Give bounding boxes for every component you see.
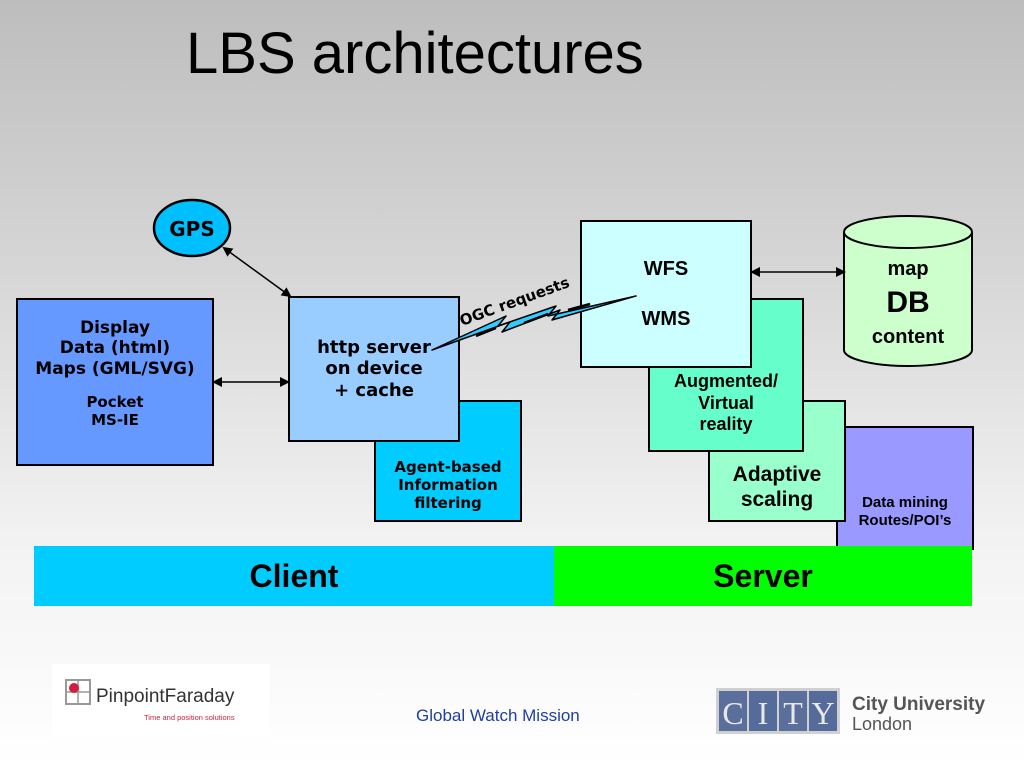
city-name-line2: London [852, 714, 912, 734]
gps-label: GPS [169, 217, 214, 241]
augmented-line: reality [699, 414, 753, 435]
slide-title: LBS architectures [186, 21, 644, 86]
wfs-wms-box: WFS WMS [580, 220, 752, 368]
city-letter: C [722, 695, 743, 731]
pinpoint-name: PinpointFaraday [96, 686, 235, 707]
db-line-db: DB [886, 286, 929, 319]
adaptive-line: Adaptive [732, 462, 822, 486]
pinpoint-tagline: Time and position solutions [144, 713, 235, 722]
ogc-lightning: OGC requests [431, 273, 637, 351]
data-mining-line: Data mining [862, 494, 948, 511]
display-line: Display [79, 318, 151, 338]
db-line-content: content [872, 326, 945, 348]
gps-node: GPS [152, 198, 232, 258]
adaptive-line: scaling [740, 487, 814, 511]
server-layer-bar: Server [554, 546, 972, 606]
http-server-box: http server on device + cache [288, 296, 460, 442]
city-name-line1: City University [852, 694, 985, 715]
augmented-line: Augmented/ [673, 371, 778, 392]
pinpoint-faraday-logo: PinpointFaraday Time and position soluti… [52, 664, 270, 738]
footer-mission-text: Global Watch Mission [416, 706, 580, 725]
display-line: Data (html) [59, 338, 171, 359]
database-cylinder: map DB content [843, 215, 973, 367]
pinpoint-mark-icon: PinpointFaraday Time and position soluti… [65, 679, 235, 722]
data-mining-box: Data mining Routes/POI’s [836, 426, 974, 550]
city-letter: Y [811, 695, 834, 731]
augmented-line: Virtual [698, 392, 754, 413]
wms-label: WMS [641, 308, 691, 330]
http-line: on device [325, 358, 423, 380]
device-line: Pocket [86, 393, 144, 412]
server-label: Server [713, 557, 813, 594]
gps-http-arrow [222, 246, 292, 298]
http-line: http server [317, 336, 431, 358]
http-line: + cache [334, 379, 414, 401]
city-logo-graphic: C I T Y City University London [716, 688, 985, 734]
agent-line: Agent-based [394, 458, 502, 476]
client-label: Client [249, 557, 339, 594]
data-mining-line: Routes/POI’s [858, 512, 952, 529]
display-box: Display Data (html) Maps (GML/SVG) Pocke… [16, 298, 214, 466]
agent-line: filtering [414, 494, 482, 512]
city-letter: T [783, 695, 803, 731]
agent-line: Information [398, 476, 498, 494]
wfs-label: WFS [643, 258, 689, 280]
device-line: MS-IE [91, 411, 139, 430]
city-letter: I [758, 695, 769, 731]
client-layer-bar: Client [34, 546, 554, 606]
db-line-map: map [887, 258, 928, 280]
display-line: Maps (GML/SVG) [35, 358, 195, 379]
city-university-logo: C I T Y City University London [716, 684, 1006, 740]
